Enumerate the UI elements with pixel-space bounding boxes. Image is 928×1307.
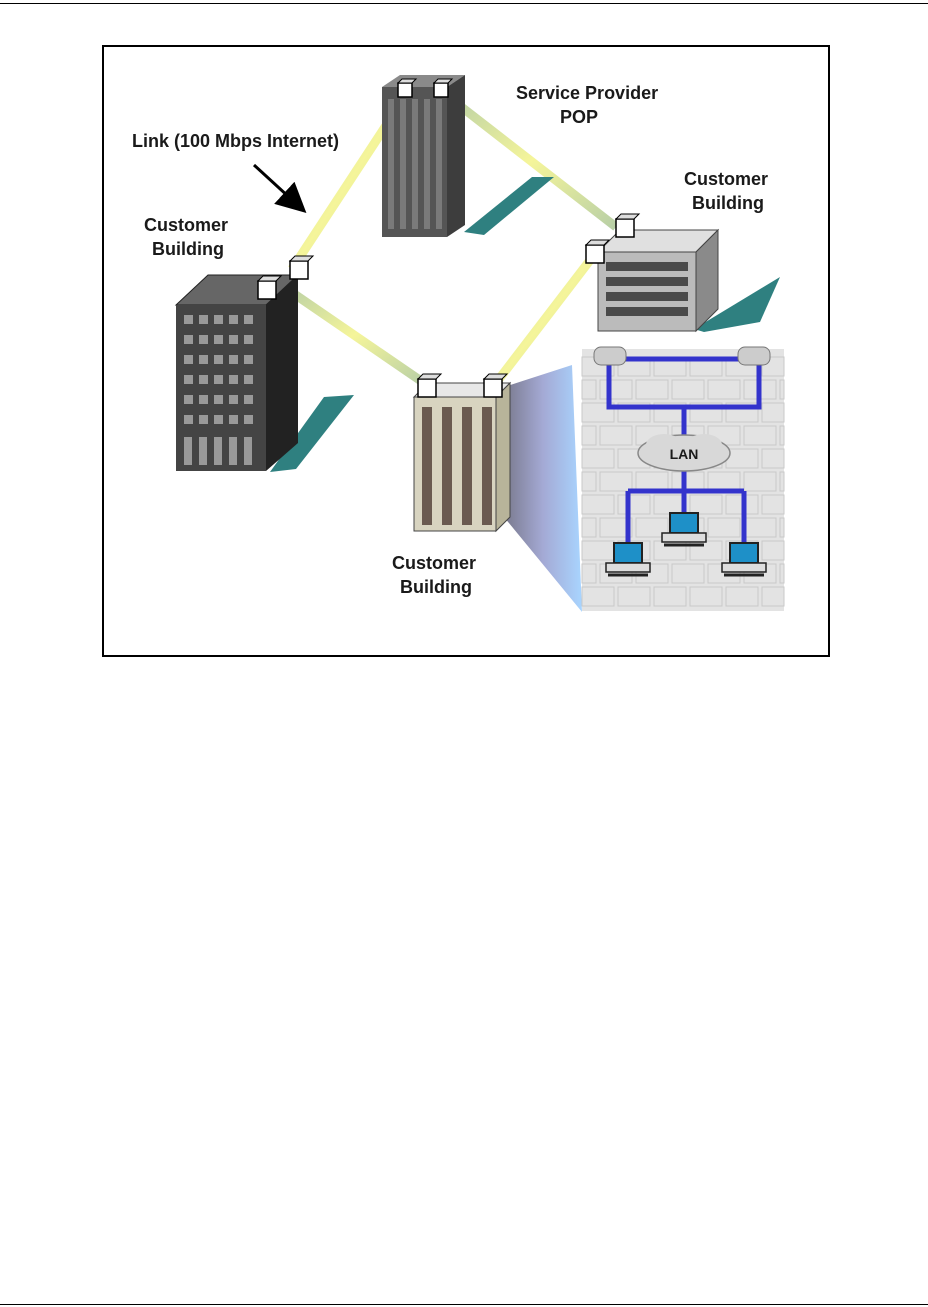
- customer-building-bottom: [414, 374, 510, 531]
- customer-right-label-line1: Customer: [684, 169, 768, 189]
- customer-left-label-line2: Building: [152, 239, 224, 259]
- customer-bottom-label-line1: Customer: [392, 553, 476, 573]
- building-door-panel: [184, 437, 192, 465]
- lan-switch-right: [738, 347, 770, 365]
- pop-label-line2: POP: [560, 107, 598, 127]
- link-callout-arrow: [254, 165, 302, 209]
- link-label: Link (100 Mbps Internet): [132, 131, 339, 151]
- pop-building-side: [447, 75, 465, 237]
- building-door-panel: [199, 437, 207, 465]
- building-window: [184, 415, 193, 424]
- building-door-panel: [244, 437, 252, 465]
- building-window: [184, 355, 193, 364]
- network-diagram-figure: LAN: [102, 45, 830, 657]
- left-router-top: [290, 256, 313, 279]
- building-window: [199, 355, 208, 364]
- page-bottom-rule: [0, 1304, 928, 1305]
- customer-building-left: [176, 256, 354, 472]
- building-window: [244, 335, 253, 344]
- building-window: [214, 355, 223, 364]
- building-window: [199, 335, 208, 344]
- building-window: [244, 395, 253, 404]
- pop-label-line1: Service Provider: [516, 83, 658, 103]
- building-window: [229, 315, 238, 324]
- bottom-building-side: [496, 383, 510, 531]
- building-window: [229, 355, 238, 364]
- building-window: [229, 395, 238, 404]
- building-window: [214, 315, 223, 324]
- page-top-rule: [0, 3, 928, 4]
- building-window: [214, 375, 223, 384]
- building-window: [229, 415, 238, 424]
- building-window: [199, 395, 208, 404]
- pop-shadow: [464, 177, 554, 235]
- lan-switch-left: [594, 347, 626, 365]
- lan-label: LAN: [670, 446, 699, 462]
- left-building-side: [266, 275, 298, 471]
- customer-building-right: [586, 214, 780, 332]
- building-window: [229, 335, 238, 344]
- building-door-panel: [229, 437, 237, 465]
- building-window: [184, 315, 193, 324]
- building-window: [244, 375, 253, 384]
- building-window: [244, 355, 253, 364]
- building-window: [199, 315, 208, 324]
- lan-cloud: LAN: [638, 434, 730, 471]
- link-left-to-bottom: [284, 287, 424, 383]
- customer-right-label-line2: Building: [692, 193, 764, 213]
- building-window: [229, 375, 238, 384]
- building-window: [244, 415, 253, 424]
- customer-left-label-line1: Customer: [144, 215, 228, 235]
- lan-zoom-projection: [504, 365, 582, 612]
- building-window: [214, 415, 223, 424]
- building-window: [214, 395, 223, 404]
- building-window: [199, 375, 208, 384]
- customer-bottom-label-line2: Building: [400, 577, 472, 597]
- lan-inset-panel: LAN: [582, 347, 784, 611]
- building-window: [214, 335, 223, 344]
- building-window: [184, 375, 193, 384]
- building-window: [244, 315, 253, 324]
- building-window: [184, 395, 193, 404]
- building-door-panel: [214, 437, 222, 465]
- building-window: [184, 335, 193, 344]
- building-window: [199, 415, 208, 424]
- link-bottom-to-right: [496, 255, 594, 383]
